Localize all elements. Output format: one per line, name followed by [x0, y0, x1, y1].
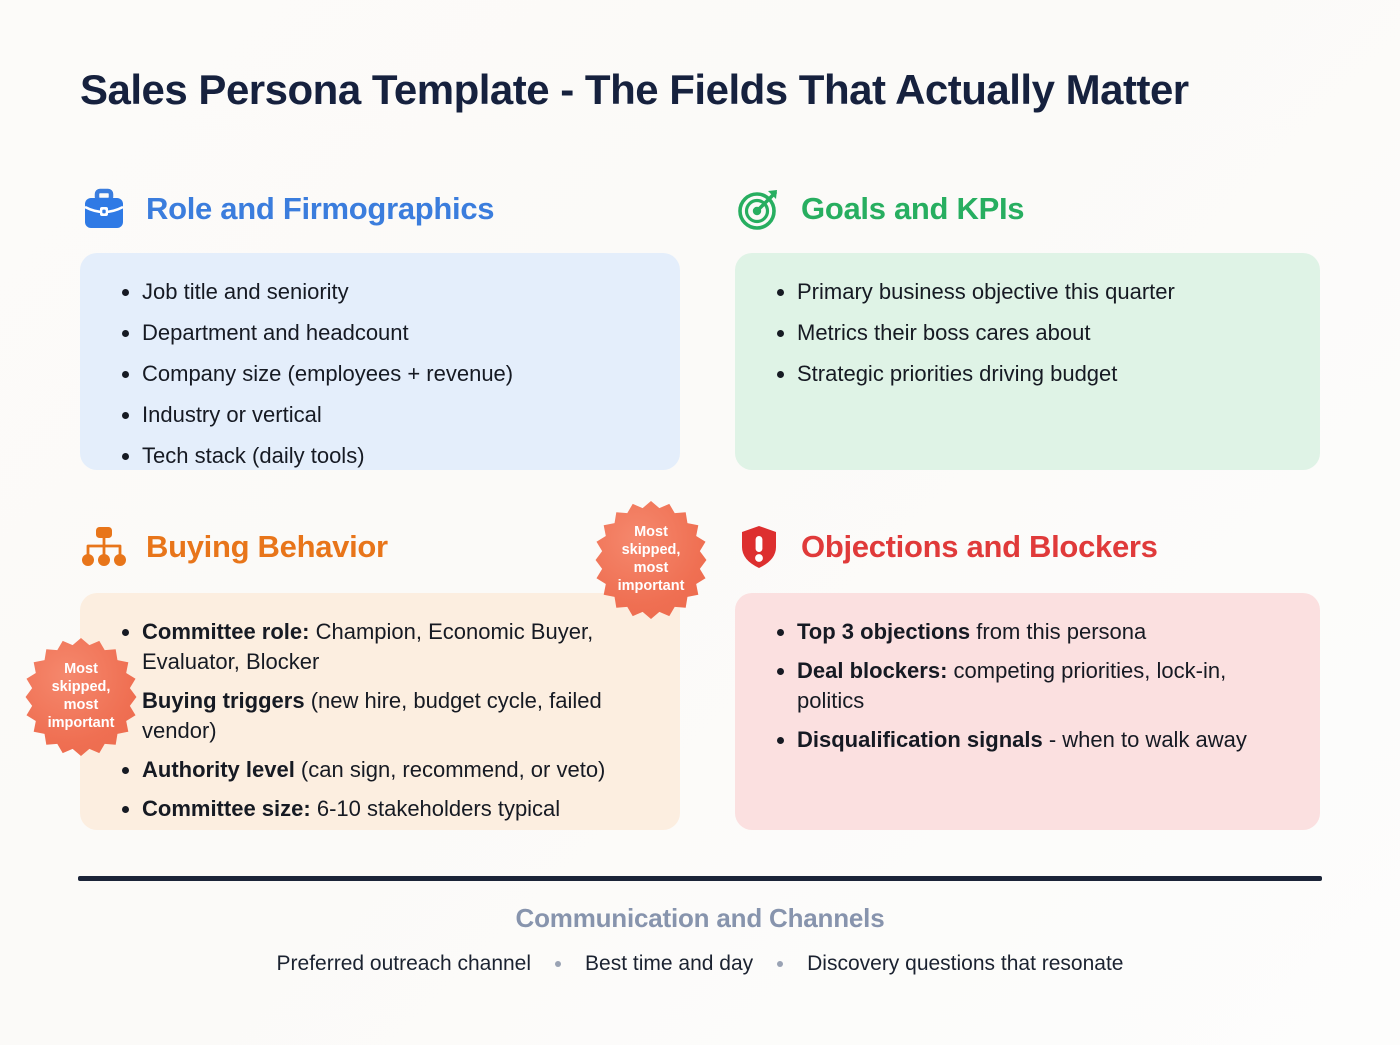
section-header-role: Role and Firmographics: [78, 183, 495, 235]
list-item: Company size (employees + revenue): [114, 359, 650, 389]
footer-items: Preferred outreach channel Best time and…: [0, 952, 1400, 976]
section-title-goals: Goals and KPIs: [801, 191, 1025, 226]
bullet-text: (can sign, recommend, or veto): [294, 756, 606, 782]
bullet-lead: Buying triggers: [142, 687, 305, 713]
bullet-list-goals: Primary business objective this quarter …: [769, 277, 1290, 389]
page-title: Sales Persona Template - The Fields That…: [80, 66, 1189, 113]
bullet-lead: Disqualification signals: [797, 726, 1043, 752]
bullet-lead: Committee role:: [142, 619, 310, 644]
bullet-text: Primary business objective this quarter: [797, 279, 1175, 304]
section-header-goals: Goals and KPIs: [733, 183, 1025, 235]
card-objections: Top 3 objections from this persona Deal …: [735, 593, 1320, 830]
list-item: Committee size: 6-10 stakeholders typica…: [114, 794, 650, 824]
footer-title: Communication and Channels: [515, 903, 885, 933]
badge-line-3: most: [633, 560, 669, 576]
list-item: Tech stack (daily tools): [114, 441, 650, 471]
badge-line-4: important: [47, 714, 115, 731]
section-title-role: Role and Firmographics: [146, 191, 495, 226]
bullet-text: (new hire, budget cycle, failed vendor): [142, 687, 602, 743]
org-chart-icon: [78, 521, 130, 573]
bullet-text: Company size (employees + revenue): [142, 360, 514, 386]
bullet-lead: Deal blockers:: [797, 657, 948, 683]
badge-line-4: important: [617, 577, 685, 594]
bullet-text: 6-10 stakeholders typical: [310, 795, 561, 821]
footer-item-2: Best time and day: [585, 952, 754, 975]
section-header-buying: Buying Behavior: [78, 521, 388, 573]
badge-line-2: skipped,: [51, 679, 111, 696]
section-title-buying: Buying Behavior: [146, 529, 388, 564]
badge-line-3: most: [63, 697, 99, 713]
bullet-text: from this persona: [970, 619, 1147, 644]
list-item: Job title and seniority: [114, 277, 650, 307]
badge-line-1: Most: [64, 661, 98, 678]
badge-line-1: Most: [634, 524, 668, 541]
bullet-lead: Committee size:: [142, 795, 311, 821]
badge-line-2: skipped,: [621, 542, 681, 559]
bullet-lead: Top 3 objections: [797, 619, 971, 644]
bullet-text: - when to walk away: [1042, 726, 1247, 752]
target-dart-icon: [733, 183, 785, 235]
dot-separator-icon: [555, 961, 562, 967]
list-item: Disqualification signals - when to walk …: [769, 725, 1290, 755]
card-buying: Committee role: Champion, Economic Buyer…: [80, 593, 680, 830]
card-goals: Primary business objective this quarter …: [735, 253, 1320, 470]
bullet-text: Champion, Economic Buyer, Evaluator, Blo…: [142, 619, 594, 674]
bullet-text: Department and headcount: [142, 319, 409, 345]
list-item: Metrics their boss cares about: [769, 318, 1290, 348]
bullet-list-buying: Committee role: Champion, Economic Buyer…: [114, 617, 650, 823]
section-title-objections: Objections and Blockers: [801, 529, 1158, 564]
shield-alert-icon: [733, 521, 785, 573]
list-item: Industry or vertical: [114, 400, 650, 430]
bullet-text: Strategic priorities driving budget: [797, 360, 1118, 386]
footer-divider: [78, 876, 1322, 881]
bullet-text: Metrics their boss cares about: [797, 319, 1091, 345]
card-role: Job title and seniority Department and h…: [80, 253, 680, 470]
list-item: Buying triggers (new hire, budget cycle,…: [114, 686, 650, 746]
list-item: Department and headcount: [114, 318, 650, 348]
list-item: Deal blockers: competing priorities, loc…: [769, 656, 1290, 716]
footer-item-1: Preferred outreach channel: [276, 952, 532, 975]
footer-item-3: Discovery questions that resonate: [807, 952, 1124, 975]
bullet-list-role: Job title and seniority Department and h…: [114, 277, 650, 471]
list-item: Top 3 objections from this persona: [769, 617, 1290, 647]
bullet-text: competing priorities, lock-in, politics: [797, 657, 1227, 713]
bullet-list-objections: Top 3 objections from this persona Deal …: [769, 617, 1290, 755]
list-item: Committee role: Champion, Economic Buyer…: [114, 617, 650, 677]
briefcase-icon: [78, 183, 130, 235]
bullet-lead: Authority level: [142, 756, 295, 782]
bullet-text: Industry or vertical: [142, 401, 322, 427]
list-item: Primary business objective this quarter: [769, 277, 1290, 307]
bullet-text: Job title and seniority: [142, 279, 349, 304]
list-item: Strategic priorities driving budget: [769, 359, 1290, 389]
list-item: Authority level (can sign, recommend, or…: [114, 755, 650, 785]
bullet-text: Tech stack (daily tools): [142, 442, 365, 468]
section-header-objections: Objections and Blockers: [733, 521, 1158, 573]
dot-separator-icon: [777, 961, 784, 967]
